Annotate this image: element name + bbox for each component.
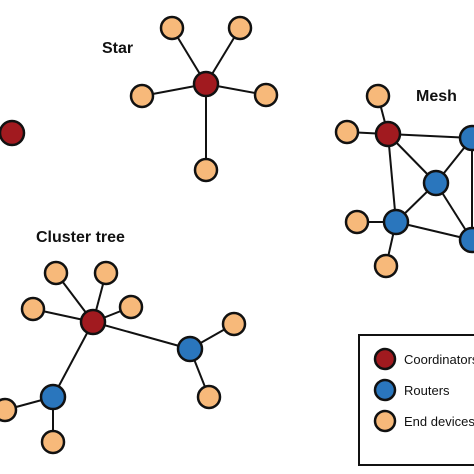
cluster-tree-label: Cluster tree (36, 229, 125, 246)
edge-t0-t8 (52, 321, 94, 398)
legend-coordinator-swatch (373, 347, 397, 371)
end-device-node-t2 (93, 260, 119, 286)
end-device-node-s5 (193, 157, 219, 183)
end-device-node-t6 (221, 311, 247, 337)
mesh-label: Mesh (416, 88, 457, 105)
legend-end-device-label: End devices (404, 414, 474, 429)
coordinator-node-t0 (79, 308, 107, 336)
legend: Coordinators Routers End devices (358, 334, 474, 466)
end-device-node-s1 (159, 15, 185, 41)
edge-m0-m7 (387, 133, 473, 139)
end-device-node-t1 (43, 260, 69, 286)
edge-m0-m4 (387, 133, 397, 223)
coordinator-node-s0 (192, 70, 220, 98)
end-device-node-s3 (129, 83, 155, 109)
router-node-m7 (458, 124, 474, 152)
end-device-node-t10 (40, 429, 66, 455)
end-device-node-t3 (20, 296, 46, 322)
end-device-node-t7 (196, 384, 222, 410)
end-device-node-m6 (373, 253, 399, 279)
legend-end-device-swatch (373, 409, 397, 433)
router-node-m4 (382, 208, 410, 236)
end-device-node-m1 (365, 83, 391, 109)
nodes (0, 15, 474, 455)
router-node-m8 (458, 226, 474, 254)
end-device-node-m5 (344, 209, 370, 235)
legend-router-label: Routers (404, 383, 450, 398)
end-device-node-s4 (253, 82, 279, 108)
legend-coordinator-label: Coordinators (404, 352, 474, 367)
end-device-node-s2 (227, 15, 253, 41)
end-device-node-t9 (0, 397, 18, 423)
router-node-m3 (422, 169, 450, 197)
coordinator-node-p0 (0, 119, 26, 147)
legend-router-swatch (373, 378, 397, 402)
router-node-t8 (39, 383, 67, 411)
coordinator-node-m0 (374, 120, 402, 148)
end-device-node-m2 (334, 119, 360, 145)
end-device-node-t4 (118, 294, 144, 320)
star-label: Star (102, 40, 133, 57)
edge-t0-t5 (92, 321, 191, 350)
router-node-t5 (176, 335, 204, 363)
